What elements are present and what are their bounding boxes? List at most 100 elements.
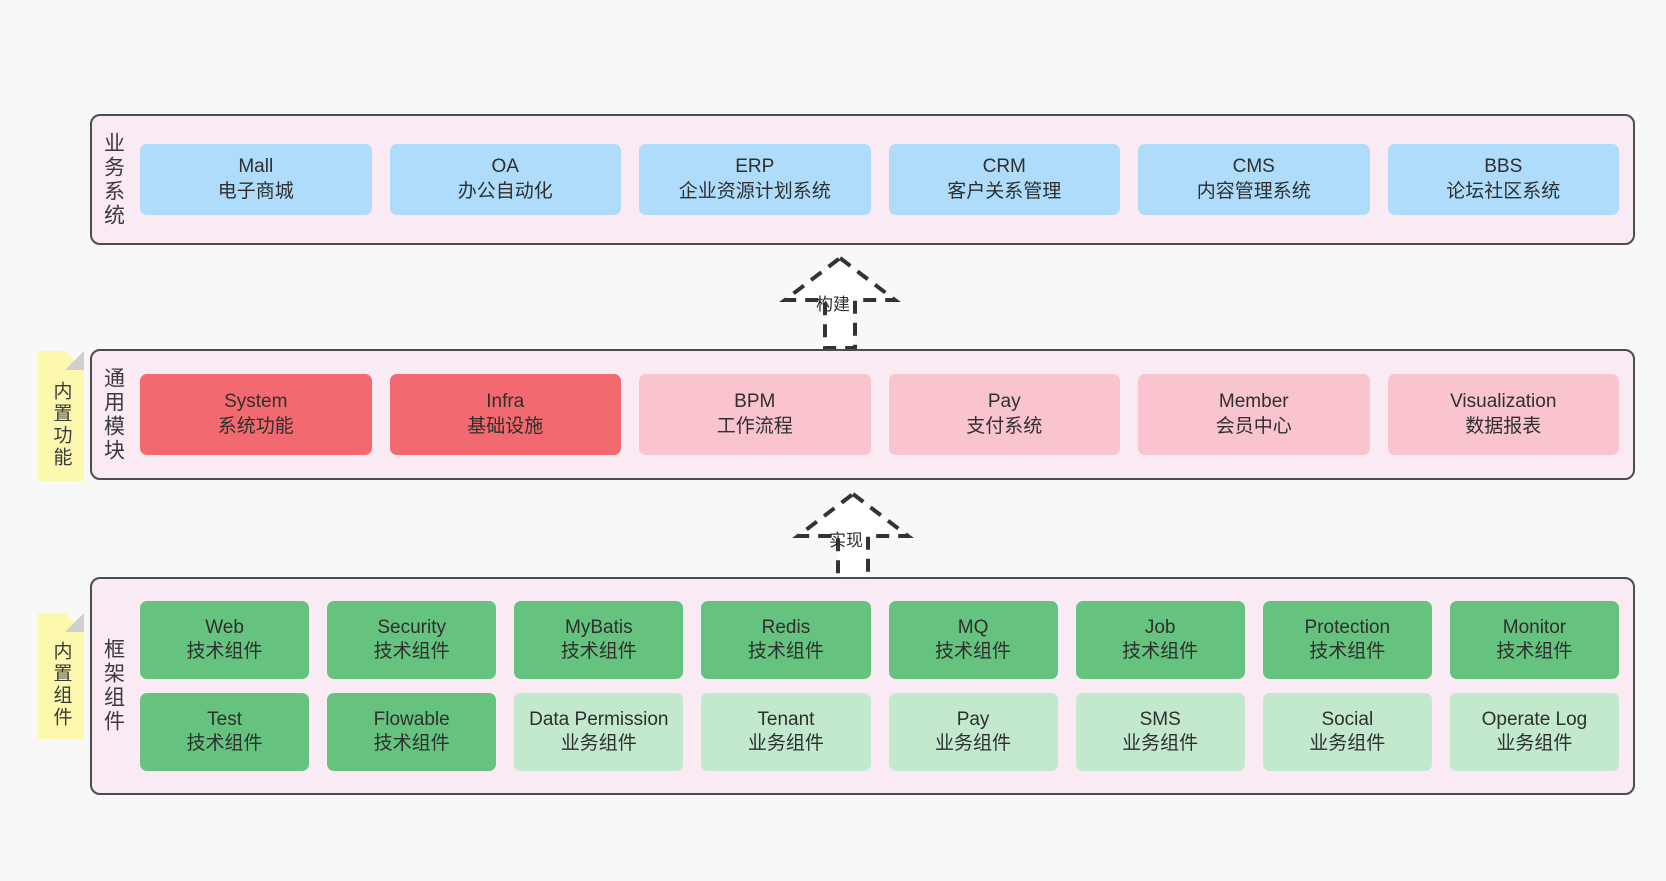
- node-job[interactable]: Job 技术组件: [1075, 601, 1245, 679]
- node-data-permission[interactable]: Data Permission 业务组件: [514, 693, 684, 771]
- node-title: Flowable: [373, 708, 450, 730]
- node-subtitle: 内容管理系统: [1196, 180, 1311, 202]
- node-social[interactable]: Social 业务组件: [1262, 693, 1432, 771]
- node-subtitle: 技术组件: [1496, 641, 1573, 662]
- note-label: 内置组件: [50, 641, 72, 729]
- layer-title-business-systems: 业务系统: [101, 131, 125, 228]
- node-mall[interactable]: Mall 电子商城: [140, 144, 372, 215]
- node-title: Tenant: [757, 708, 815, 730]
- connector-label-build: 构建: [816, 295, 850, 314]
- node-sms[interactable]: SMS 业务组件: [1075, 693, 1245, 771]
- connector-implement: 实现: [768, 488, 938, 588]
- node-bbs[interactable]: BBS 论坛社区系统: [1387, 144, 1619, 215]
- node-subtitle: 技术组件: [1122, 641, 1199, 662]
- node-test[interactable]: Test 技术组件: [140, 693, 310, 771]
- node-title: Data Permission: [529, 708, 669, 730]
- node-subtitle: 技术组件: [935, 641, 1012, 662]
- node-title: Social: [1321, 708, 1374, 730]
- layer-title-framework-components: 框架组件: [101, 638, 125, 734]
- node-subtitle: 基础设施: [467, 415, 544, 437]
- node-title: Infra: [486, 391, 525, 413]
- node-cms[interactable]: CMS 内容管理系统: [1138, 144, 1370, 215]
- node-flowable[interactable]: Flowable 技术组件: [327, 693, 497, 771]
- node-oa[interactable]: OA 办公自动化: [389, 144, 621, 215]
- node-protection[interactable]: Protection 技术组件: [1262, 601, 1432, 679]
- node-monitor[interactable]: Monitor 技术组件: [1449, 601, 1619, 679]
- node-title: Pay: [956, 708, 990, 730]
- node-subtitle: 业务组件: [1309, 733, 1386, 754]
- layer-common-modules: 通用模块 System 系统功能 Infra 基础设施 BPM 工作流程 Pay…: [90, 349, 1635, 480]
- node-mybatis[interactable]: MyBatis 技术组件: [514, 601, 684, 679]
- layer-body-framework-components: Web 技术组件 Security 技术组件 MyBatis 技术组件 Redi…: [134, 579, 1633, 793]
- node-subtitle: 技术组件: [1309, 641, 1386, 662]
- node-system[interactable]: System 系统功能: [140, 374, 372, 455]
- node-title: CRM: [982, 156, 1026, 178]
- node-title: MyBatis: [565, 616, 633, 638]
- node-subtitle: 技术组件: [186, 641, 263, 662]
- node-title: Visualization: [1450, 391, 1557, 413]
- node-title: Pay: [987, 391, 1021, 413]
- node-subtitle: 技术组件: [373, 641, 450, 662]
- node-subtitle: 技术组件: [560, 641, 637, 662]
- node-title: OA: [491, 156, 519, 178]
- node-subtitle: 业务组件: [560, 733, 637, 754]
- node-bpm[interactable]: BPM 工作流程: [639, 374, 871, 455]
- node-title: BBS: [1484, 156, 1523, 178]
- layer-title-common-modules: 通用模块: [101, 366, 125, 463]
- node-subtitle: 办公自动化: [457, 180, 553, 202]
- generalization-arrow-icon: [792, 491, 914, 586]
- node-title: Member: [1218, 391, 1289, 413]
- note-builtin-features: 内置功能: [38, 351, 84, 481]
- node-title: SMS: [1139, 708, 1181, 730]
- node-title: Test: [207, 708, 242, 730]
- node-subtitle: 支付系统: [966, 415, 1043, 437]
- node-pay-component[interactable]: Pay 业务组件: [888, 693, 1058, 771]
- node-subtitle: 电子商城: [217, 180, 294, 202]
- node-subtitle: 业务组件: [747, 733, 824, 754]
- node-title: BPM: [734, 391, 776, 413]
- node-subtitle: 论坛社区系统: [1446, 180, 1561, 202]
- connector-label-implement: 实现: [829, 531, 863, 550]
- node-subtitle: 工作流程: [716, 415, 793, 437]
- node-crm[interactable]: CRM 客户关系管理: [888, 144, 1120, 215]
- connector-build: 构建: [755, 252, 925, 352]
- node-title: Monitor: [1502, 616, 1567, 638]
- node-mq[interactable]: MQ 技术组件: [888, 601, 1058, 679]
- node-visualization[interactable]: Visualization 数据报表: [1387, 374, 1619, 455]
- node-title: Protection: [1304, 616, 1391, 638]
- node-security[interactable]: Security 技术组件: [327, 601, 497, 679]
- layer-business-systems: 业务系统 Mall 电子商城 OA 办公自动化 ERP 企业资源计划系统 CRM…: [90, 114, 1635, 245]
- node-pay-module[interactable]: Pay 支付系统: [888, 374, 1120, 455]
- node-title: Redis: [761, 616, 811, 638]
- layer-body-common-modules: System 系统功能 Infra 基础设施 BPM 工作流程 Pay 支付系统…: [134, 351, 1633, 478]
- node-title: Job: [1144, 616, 1176, 638]
- node-subtitle: 技术组件: [373, 733, 450, 754]
- node-title: System: [224, 391, 288, 413]
- node-web[interactable]: Web 技术组件: [140, 601, 310, 679]
- node-redis[interactable]: Redis 技术组件: [701, 601, 871, 679]
- node-title: Mall: [238, 156, 274, 178]
- node-subtitle: 会员中心: [1215, 415, 1292, 437]
- node-subtitle: 系统功能: [217, 415, 294, 437]
- node-title: Web: [205, 616, 244, 638]
- node-subtitle: 业务组件: [1496, 733, 1573, 754]
- row: Test 技术组件 Flowable 技术组件 Data Permission …: [140, 693, 1619, 771]
- node-title: MQ: [957, 616, 989, 638]
- node-title: CMS: [1232, 156, 1275, 178]
- node-operate-log[interactable]: Operate Log 业务组件: [1449, 693, 1619, 771]
- node-subtitle: 客户关系管理: [947, 180, 1062, 202]
- node-subtitle: 技术组件: [747, 641, 824, 662]
- node-member[interactable]: Member 会员中心: [1138, 374, 1370, 455]
- row: System 系统功能 Infra 基础设施 BPM 工作流程 Pay 支付系统…: [140, 374, 1619, 455]
- row: Web 技术组件 Security 技术组件 MyBatis 技术组件 Redi…: [140, 601, 1619, 679]
- generalization-arrow-icon: [779, 255, 901, 350]
- node-subtitle: 业务组件: [1122, 733, 1199, 754]
- node-subtitle: 企业资源计划系统: [678, 180, 831, 202]
- note-label: 内置功能: [50, 381, 72, 469]
- node-title: Operate Log: [1481, 708, 1588, 730]
- layer-body-business-systems: Mall 电子商城 OA 办公自动化 ERP 企业资源计划系统 CRM 客户关系…: [134, 116, 1633, 243]
- node-tenant[interactable]: Tenant 业务组件: [701, 693, 871, 771]
- node-erp[interactable]: ERP 企业资源计划系统: [639, 144, 871, 215]
- node-infra[interactable]: Infra 基础设施: [389, 374, 621, 455]
